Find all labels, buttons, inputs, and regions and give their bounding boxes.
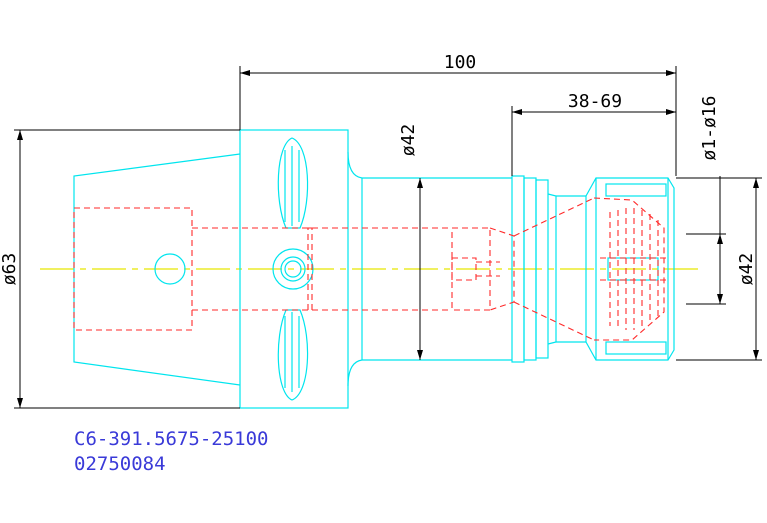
dim-gauge-length: 38-69: [568, 91, 622, 112]
dim-clamp-range: ø1-ø16: [699, 95, 720, 160]
hidden-lines: [73, 197, 668, 341]
dim-flange-diameter: ø63: [0, 253, 20, 286]
dim-nut-diameter: ø42: [736, 253, 757, 286]
part-code: 02750084: [74, 453, 166, 475]
dim-shank-diameter: ø42: [398, 124, 419, 157]
body-outline: [73, 129, 675, 409]
dimension-lines: [14, 66, 762, 409]
dim-overall-length: 100: [444, 52, 477, 73]
part-number: C6-391.5675-25100: [74, 428, 268, 450]
